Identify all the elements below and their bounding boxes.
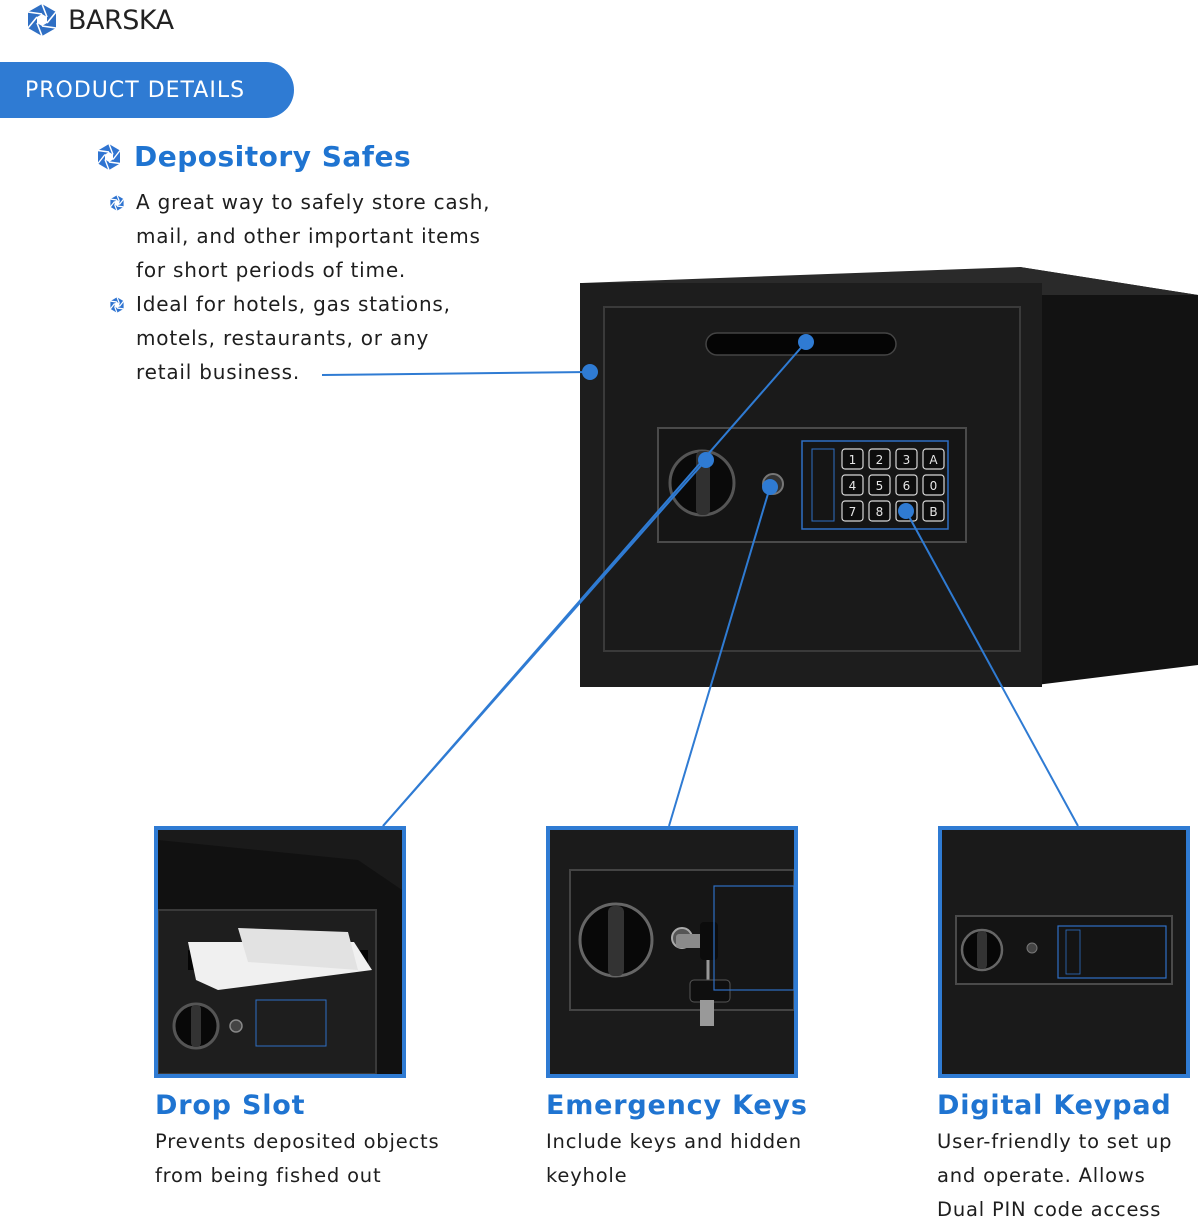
keypad-key xyxy=(841,474,864,496)
bullet-line: motels, restaurants, or any xyxy=(136,326,430,350)
feature-title: Drop Slot xyxy=(155,1090,306,1121)
keypad-key xyxy=(922,500,945,522)
section-title: Depository Safes xyxy=(134,140,412,173)
keypad-key-label: 5 xyxy=(876,479,884,493)
keypad-key xyxy=(922,474,945,496)
feature-line: Dual PIN code access xyxy=(937,1198,1162,1217)
aperture-bullet-icon xyxy=(97,143,121,170)
keypad-key xyxy=(868,448,891,470)
bullet-item: A great way to safely store cash, mail, … xyxy=(108,185,490,287)
keypad-key-label: A xyxy=(929,453,938,467)
keypad-key-label: B xyxy=(929,505,937,519)
keypad-key-label: 8 xyxy=(876,505,884,519)
feature-line: User-friendly to set up xyxy=(937,1130,1173,1153)
callout-dot xyxy=(582,364,598,380)
feature-line: Include keys and hidden xyxy=(546,1130,802,1153)
drop-slot-image xyxy=(154,826,406,1078)
bullet-line: mail, and other important items xyxy=(136,224,481,248)
callout-dot xyxy=(898,503,914,519)
aperture-bullet-icon xyxy=(109,194,125,212)
keypad-key xyxy=(868,474,891,496)
keypad-key xyxy=(895,474,918,496)
feature-description: Prevents deposited objects from being fi… xyxy=(155,1125,439,1193)
feature-description: User-friendly to set up and operate. All… xyxy=(937,1125,1172,1217)
keypad-key xyxy=(895,448,918,470)
keypad-key-label: 6 xyxy=(903,479,911,493)
bullet-line: for short periods of time. xyxy=(136,258,407,282)
callout-dot xyxy=(798,334,814,350)
feature-title: Emergency Keys xyxy=(546,1090,808,1121)
keypad-key-label: 1 xyxy=(849,453,857,467)
keypad-key xyxy=(922,448,945,470)
callout-dot xyxy=(762,479,778,495)
keypad-key-label: 4 xyxy=(849,479,857,493)
keypad-key-label: 3 xyxy=(903,453,911,467)
feature-line: keyhole xyxy=(546,1164,628,1187)
section-heading: Depository Safes xyxy=(94,140,411,173)
digital-keypad-image xyxy=(938,826,1190,1078)
product-details-tab: PRODUCT DETAILS xyxy=(0,62,294,118)
keypad-key-label: 2 xyxy=(876,453,884,467)
keypad-key xyxy=(841,500,864,522)
bullet-line: Ideal for hotels, gas stations, xyxy=(136,292,451,316)
bullet-line: retail business. xyxy=(136,360,300,384)
keypad-key-label: 7 xyxy=(849,505,857,519)
feature-title: Digital Keypad xyxy=(937,1090,1172,1121)
feature-description: Include keys and hidden keyhole xyxy=(546,1125,802,1193)
brand-logo: BARSKA xyxy=(22,2,174,38)
feature-line: from being fished out xyxy=(155,1164,382,1187)
keypad-key xyxy=(868,500,891,522)
aperture-bullet-icon xyxy=(109,296,125,314)
keypad-key xyxy=(841,448,864,470)
bullet-line: A great way to safely store cash, xyxy=(136,190,491,214)
bullet-item: Ideal for hotels, gas stations, motels, … xyxy=(108,287,451,389)
barska-aperture-icon xyxy=(27,3,57,37)
emergency-keys-image xyxy=(546,826,798,1078)
product-details-label: PRODUCT DETAILS xyxy=(25,77,246,103)
feature-line: and operate. Allows xyxy=(937,1164,1146,1187)
feature-line: Prevents deposited objects xyxy=(155,1130,440,1153)
keypad-key-label: 0 xyxy=(930,479,938,493)
brand-name: BARSKA xyxy=(68,4,174,36)
